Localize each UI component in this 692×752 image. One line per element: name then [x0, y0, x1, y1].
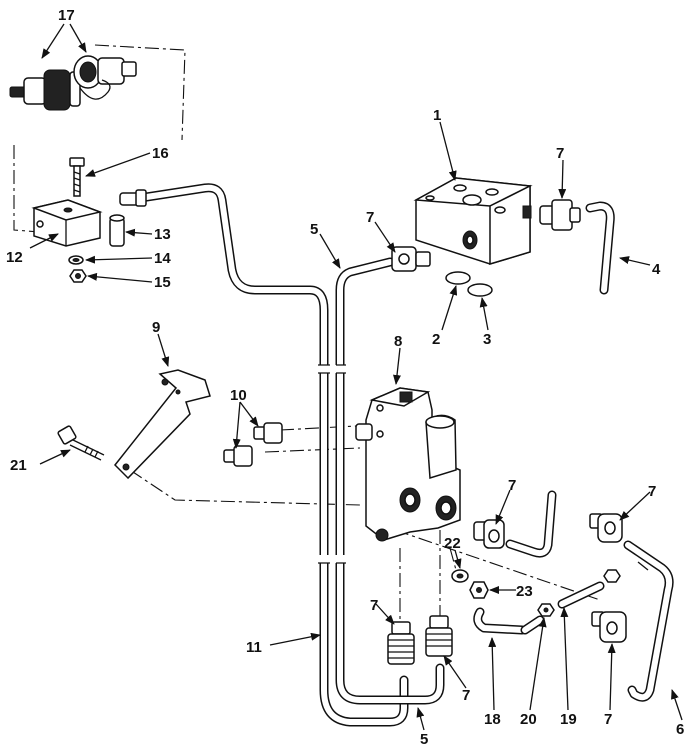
part-5-tube — [335, 257, 445, 705]
part-7-fitting-right-lower — [591, 611, 627, 643]
part-7-fitting-bottom-left — [387, 621, 415, 665]
part-7-fitting-right-upper — [589, 513, 623, 543]
callout-5-lower: 5 — [420, 731, 428, 748]
callout-11: 11 — [246, 639, 262, 656]
part-6-tube — [623, 540, 674, 702]
callout-18: 18 — [484, 711, 501, 728]
callout-7-upper-right: 7 — [556, 145, 564, 162]
callout-13: 13 — [154, 226, 171, 243]
center-lines — [13, 44, 601, 625]
callout-labels: 17 16 1 7 7 5 4 12 13 14 15 2 3 8 9 10 2… — [6, 7, 684, 748]
part-23-nut — [469, 581, 489, 599]
part-16-bolt — [69, 157, 85, 197]
callout-21: 21 — [10, 457, 27, 474]
callout-6: 6 — [676, 721, 684, 738]
callout-5-upper: 5 — [310, 221, 318, 238]
callout-16: 16 — [152, 145, 169, 162]
part-17-quick-couplers — [9, 55, 137, 111]
part-9-arm — [113, 369, 211, 480]
part-12-bracket — [31, 199, 103, 247]
callout-2: 2 — [432, 331, 440, 348]
part-2-o-ring — [445, 271, 471, 285]
part-10-fitting-lower — [223, 445, 253, 467]
callout-3: 3 — [483, 331, 491, 348]
callout-7-upper-left: 7 — [366, 209, 374, 226]
callout-19: 19 — [560, 711, 577, 728]
part-21-bolt — [57, 425, 105, 461]
callout-7-bottom-right: 7 — [462, 687, 470, 704]
part-7-fitting-middle — [473, 519, 505, 549]
part-7-fitting-upper-right — [539, 199, 581, 231]
part-4-tube — [505, 201, 615, 558]
callout-4: 4 — [652, 261, 661, 278]
part-15-nut — [69, 269, 87, 283]
part-1-manifold-block — [413, 177, 533, 266]
callout-7-right-lower: 7 — [604, 711, 612, 728]
callout-1: 1 — [433, 107, 441, 124]
callout-9: 9 — [152, 319, 160, 336]
callout-14: 14 — [154, 250, 171, 267]
callout-7-middle: 7 — [508, 477, 516, 494]
callout-10: 10 — [230, 387, 247, 404]
callout-17: 17 — [58, 7, 75, 24]
part-7-fitting-upper-left — [391, 246, 431, 272]
part-10-fitting-upper — [253, 422, 283, 444]
part-22-washer — [451, 569, 469, 583]
part-13-spacer — [109, 214, 125, 247]
callout-23: 23 — [516, 583, 533, 600]
part-19-tube — [557, 581, 605, 609]
callout-12: 12 — [6, 249, 23, 266]
callout-7-right-upper: 7 — [648, 483, 656, 500]
callout-7-bottom-left: 7 — [370, 597, 378, 614]
callout-20: 20 — [520, 711, 537, 728]
callout-8: 8 — [394, 333, 402, 350]
part-11-tube — [119, 183, 409, 727]
leader-lines — [29, 23, 683, 731]
callout-15: 15 — [154, 274, 171, 291]
tube-break-marks — [318, 364, 348, 564]
part-3-o-ring — [467, 283, 493, 297]
part-14-washer — [68, 255, 84, 265]
part-18-tube — [473, 607, 545, 635]
part-8-valve — [355, 387, 461, 542]
part-nut-right — [603, 569, 621, 583]
part-20-nut — [537, 603, 555, 617]
callout-22: 22 — [444, 535, 461, 552]
part-7-fitting-bottom-right — [425, 615, 453, 657]
